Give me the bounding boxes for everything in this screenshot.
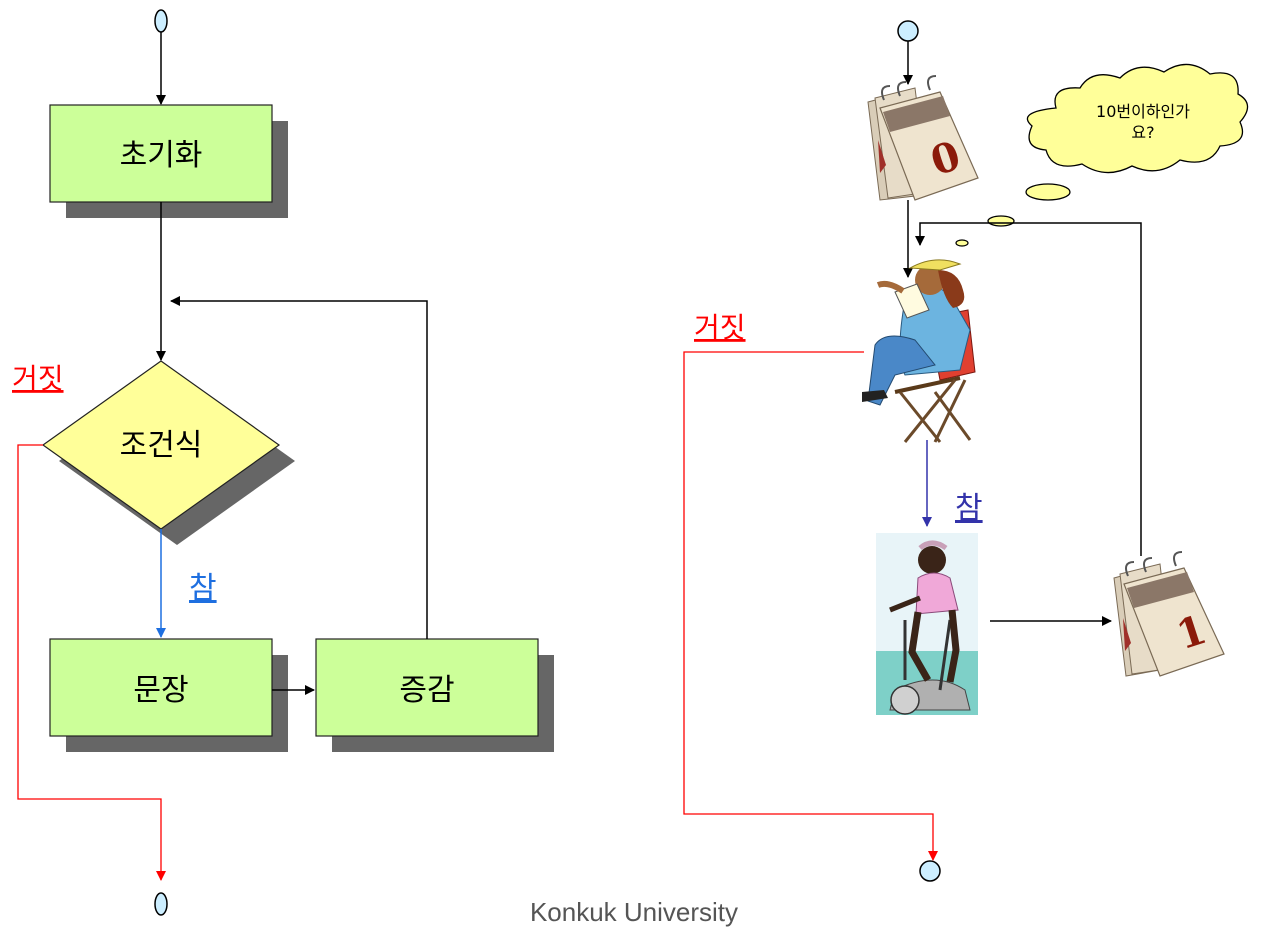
- arrow-person-false: [683, 351, 938, 861]
- thought-bubble-text-line1: 10번이하인가: [1096, 102, 1190, 121]
- true-label-right: 참: [955, 491, 983, 526]
- false-label-right: 거짓: [694, 311, 746, 344]
- arrow-loop-back: [170, 296, 428, 639]
- thought-bubble-text-line2: 요?: [1131, 123, 1154, 142]
- arrow-loop-back-right: [915, 222, 1142, 556]
- condition-label: 조건식: [120, 428, 203, 463]
- calendar-icon-0: 0: [867, 75, 979, 201]
- illustration-right: 0 10번이하인가 요?: [683, 20, 1249, 882]
- calendar-icon-1: 1: [1113, 551, 1225, 677]
- end-terminal-right: [919, 860, 941, 882]
- start-terminal-right: [897, 20, 919, 42]
- footer-text: Konkuk University: [529, 897, 739, 927]
- end-terminal-left: [154, 892, 168, 916]
- person-exercising-image: [876, 533, 978, 715]
- statement-label: 문장: [133, 673, 188, 708]
- person-thinking-image: [862, 259, 976, 443]
- true-label-left: 참: [189, 571, 217, 606]
- flowchart-left: 초기화 조건식 참 문장 증감 거짓: [12, 9, 554, 916]
- arrow-condition-false: [17, 444, 166, 881]
- increment-box: [315, 638, 539, 737]
- start-terminal: [154, 9, 168, 33]
- increment-label: 증감: [399, 673, 454, 708]
- false-label-left: 거짓: [12, 362, 64, 395]
- init-box: [49, 104, 273, 203]
- init-label: 초기화: [120, 138, 203, 173]
- statement-box: [49, 638, 273, 737]
- thought-bubble: 10번이하인가 요?: [955, 63, 1249, 247]
